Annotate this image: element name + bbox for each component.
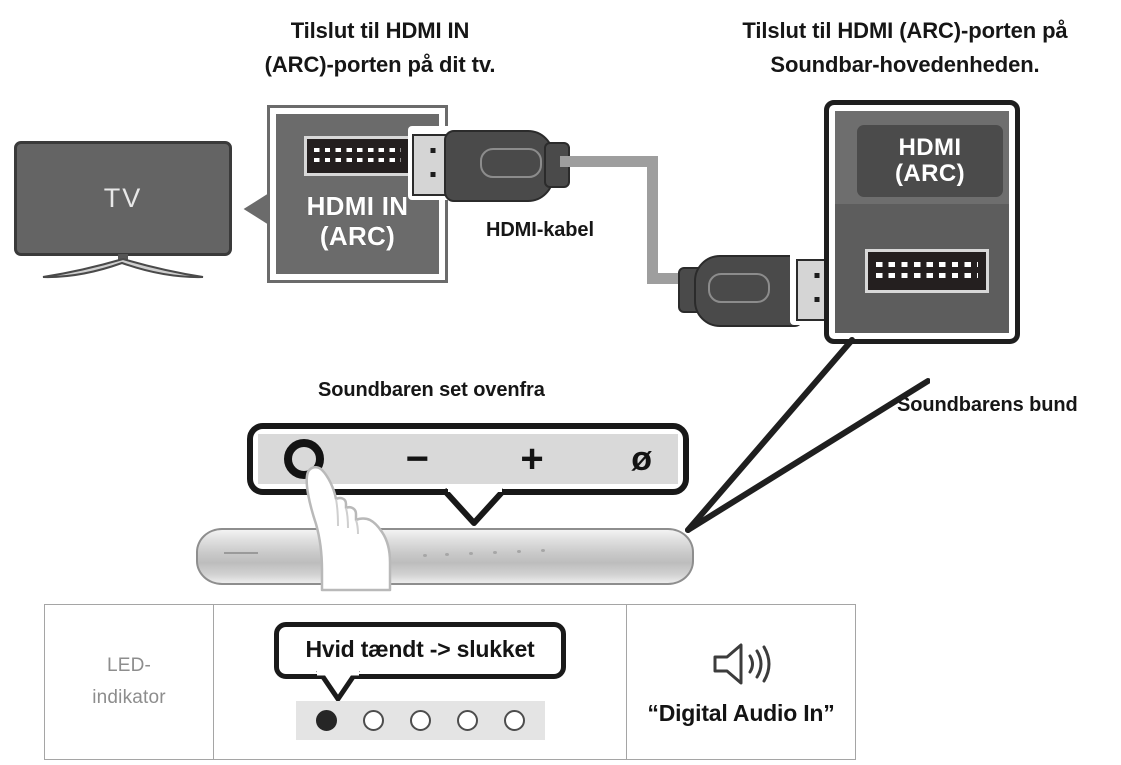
hdmi-cable-segment-bottom	[647, 273, 707, 284]
soundbar-topview-label: Soundbaren set ovenfra	[318, 379, 545, 401]
volume-down-button[interactable]: −	[405, 437, 430, 481]
bubble-tail-icon	[316, 671, 360, 701]
control-panel-callout-tail	[441, 487, 507, 526]
hdmi-arc-chip-label: HDMI (ARC)	[857, 125, 1003, 197]
digital-audio-in-label: “Digital Audio In”	[647, 699, 835, 726]
soundbar-marking	[224, 552, 258, 555]
led-dot-4	[456, 710, 478, 731]
tv-label: TV	[103, 183, 143, 213]
led-dot-strip	[295, 701, 545, 740]
plug-left-ring	[480, 148, 542, 178]
right-panel-inner: HDMI (ARC)	[835, 111, 1009, 333]
hdmi-arc-port-icon	[865, 249, 989, 293]
led-indicator-table: LED- indikator Hvid tændt -> slukket	[44, 604, 856, 760]
hdmi-plug-right	[678, 251, 848, 327]
tv-illustration: TV	[14, 141, 232, 279]
hdmi-cable-label: HDMI-kabel	[486, 219, 594, 241]
led-dot-2	[362, 710, 384, 731]
heading-left-line1: Tilslut til HDMI IN	[290, 18, 470, 43]
hdmi-cable-elbow-icon	[556, 152, 668, 172]
speaker-sound-icon	[713, 643, 771, 684]
led-state-bubble-text: Hvid tændt -> slukket	[305, 636, 535, 662]
plug-right-ring	[708, 273, 770, 303]
power-icon	[284, 439, 324, 479]
led-state-bubble: Hvid tændt -> slukket	[274, 622, 566, 701]
heading-left: Tilslut til HDMI IN (ARC)-porten på dit …	[170, 14, 590, 82]
tv-screen: TV	[14, 141, 232, 256]
cell-led-state: Hvid tændt -> slukket	[213, 604, 627, 760]
led-dot-1	[315, 710, 337, 731]
arc-chip-line1: HDMI	[898, 133, 962, 161]
power-button[interactable]	[284, 439, 324, 479]
hdmi-cable-segment-vertical	[647, 156, 658, 284]
pointing-hand-icon	[305, 466, 392, 592]
soundbar-led-dots	[423, 549, 573, 562]
led-label-line1: LED-	[106, 654, 152, 676]
heading-right-line2: Soundbar-hovedenheden.	[770, 52, 1040, 78]
mute-button[interactable]: ø	[631, 440, 652, 478]
led-label-line2: indikator	[92, 687, 166, 708]
cell-audio-source: “Digital Audio In”	[626, 604, 856, 760]
hdmi-in-port-icon	[304, 136, 411, 176]
table-row: LED- indikator Hvid tændt -> slukket	[44, 604, 856, 760]
cell-led-label: LED- indikator	[44, 604, 214, 760]
left-panel-caption: HDMI IN (ARC)	[276, 191, 439, 252]
arc-chip-line2: (ARC)	[895, 160, 965, 187]
led-dot-5	[503, 710, 525, 731]
led-indikator-label: LED- indikator	[45, 650, 213, 715]
soundbar-bottom-caption: Soundbarens bund	[897, 394, 1078, 416]
left-panel-caption-line2: (ARC)	[319, 220, 396, 251]
hdmi-plug-left	[408, 126, 582, 202]
heading-right: Tilslut til HDMI (ARC)-porten på Soundba…	[690, 14, 1120, 82]
tv-stand-icon	[42, 257, 204, 279]
soundbar-body	[196, 528, 694, 585]
volume-up-button[interactable]: +	[520, 437, 544, 481]
leader-lines	[685, 337, 930, 533]
led-dot-3	[409, 710, 431, 731]
hdmi-cable-segment-top	[560, 156, 658, 167]
heading-right-line1: Tilslut til HDMI (ARC)-porten på	[742, 18, 1068, 43]
heading-left-line2: (ARC)-porten på dit tv.	[264, 52, 496, 78]
right-hdmi-panel: HDMI (ARC)	[824, 100, 1020, 344]
left-panel-caption-line1: HDMI IN	[306, 191, 409, 221]
